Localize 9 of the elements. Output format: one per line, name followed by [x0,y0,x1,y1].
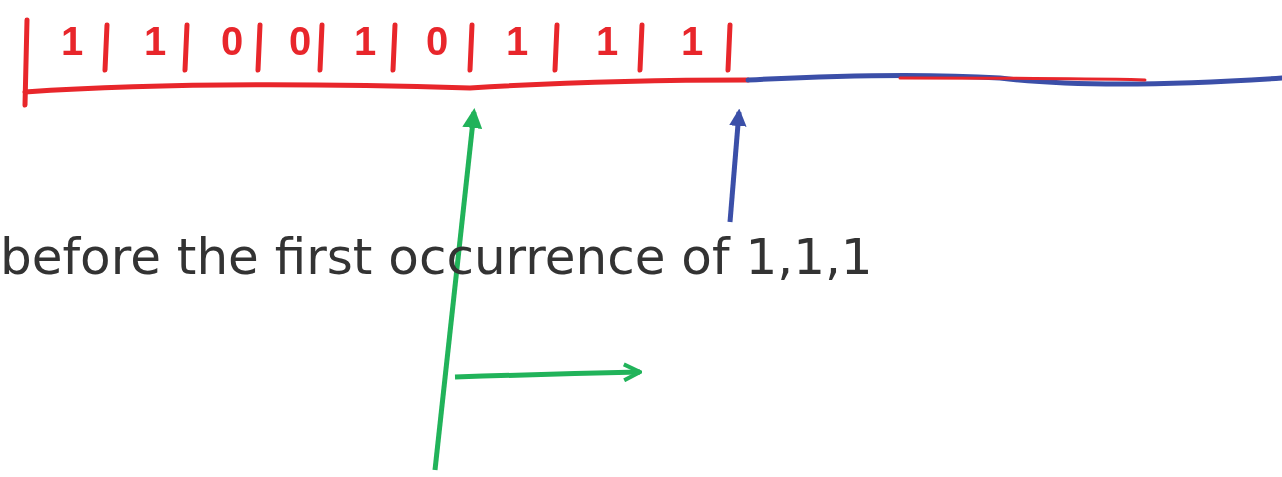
digit-label: 1 [353,18,377,64]
digit-label: 1 [595,18,619,64]
digit-label: 0 [425,18,449,64]
digit-label: 1 [60,18,84,64]
digit-label: 1 [680,18,704,64]
digit-label: 0 [220,18,244,64]
digit-label: 1 [143,18,167,64]
digit-label: 0 [288,18,312,64]
digit-label: 1 [505,18,529,64]
